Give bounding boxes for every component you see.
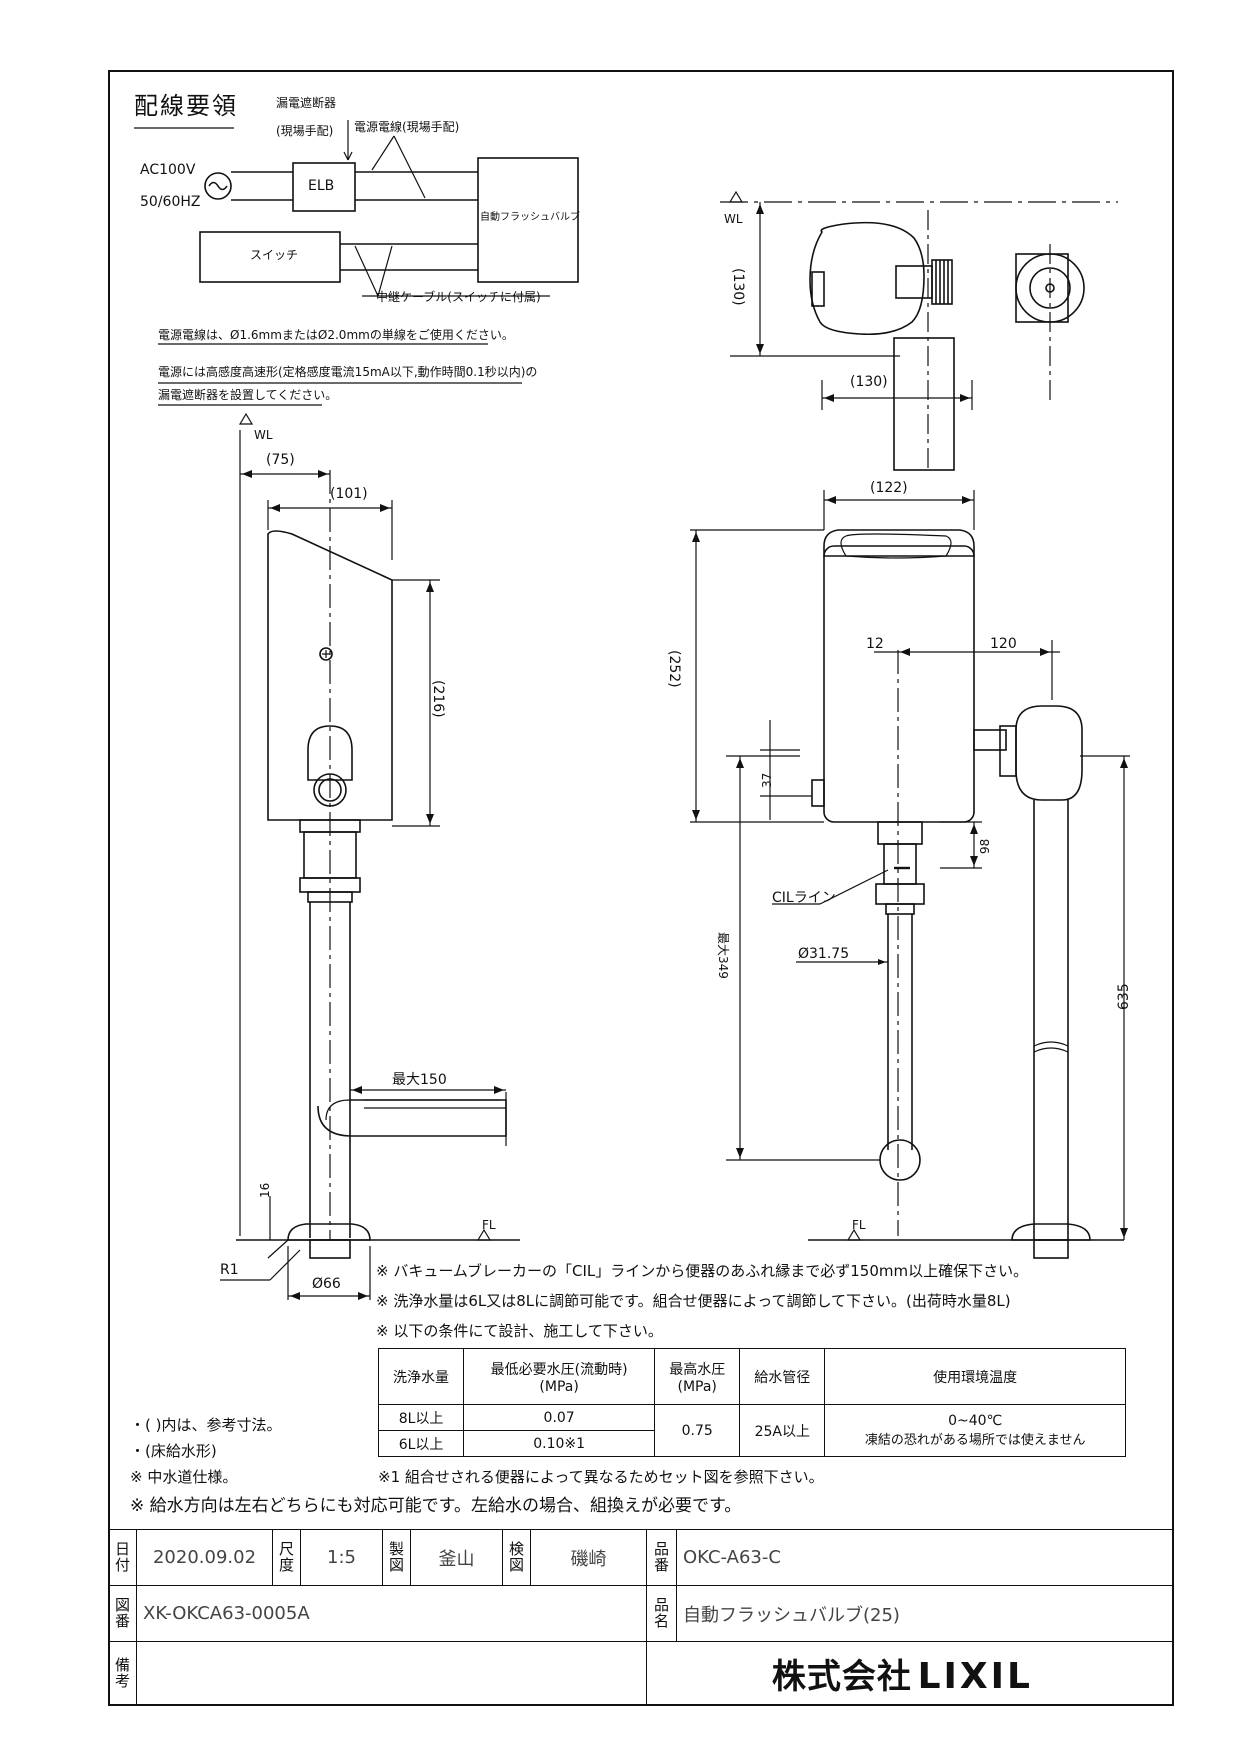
company-name: 株式会社 [771,1657,912,1697]
elb-box-label: ELB [308,178,335,194]
label-scale: 尺度 [272,1529,301,1586]
part-number: OKC-A63-C [676,1529,1174,1586]
spec-pipe: 25A以上 [739,1404,826,1457]
date-value: 2020.09.02 [136,1529,273,1586]
dim-101: (101) [330,486,368,502]
label-drawing-no: 図番 [108,1585,137,1642]
dim-98: 98 [978,838,992,854]
spec-header-volume: 洗浄水量 [377,1348,465,1405]
fl-label-side: FL [482,1218,496,1232]
dim-r1: R1 [220,1262,239,1278]
dim-122: (122) [870,480,908,496]
wiring-note-3: 漏電遮断器を設置してください。 [158,388,338,402]
spec-max-pressure: 0.75 [654,1404,741,1457]
cil-line-label: CILライン [772,890,836,906]
switch-box [199,231,341,283]
company-logo: 株式会社 LIXIL [646,1641,1174,1706]
note-floor-supply: ・(床給水形) [130,1442,217,1460]
dim-635: 635 [1116,983,1132,1010]
spec-header-environment: 使用環境温度 [824,1348,1126,1405]
note-supply-direction: ※ 給水方向は左右どちらにも対応可能です。左給水の場合、組換えが必要です。 [130,1496,742,1516]
dim-120: 120 [990,636,1017,652]
note-footnote: ※1 組合せされる便器によって異なるためセット図を参照下さい。 [378,1468,824,1486]
relay-cable-label: 中継ケーブル(スイッチに付属) [376,290,541,304]
wiring-title: 配線要領 [134,92,238,120]
note-cil: ※ バキュームブレーカーの「CIL」ラインから便器のあふれ縁まで必ず150mm以… [376,1262,1029,1280]
dim-216: (216) [430,680,446,718]
elb-label: 漏電遮断器 [276,96,337,110]
label-date: 日付 [108,1529,137,1586]
spec-row2-volume: 6L以上 [377,1430,465,1457]
label-part-no: 品番 [646,1529,677,1586]
label-drawn: 製図 [382,1529,411,1586]
dim-31-75: Ø31.75 [798,946,850,962]
lixil-logo: LIXIL [917,1656,1033,1697]
wiring-note-1: 電源電線は、Ø1.6mmまたはØ2.0mmの単線をご使用ください。 [158,328,514,342]
dim-top-130-horizontal: (130) [850,374,888,390]
spec-row1-volume: 8L以上 [377,1404,465,1431]
spec-header-min-pressure: 最低必要水圧(流動時)(MPa) [463,1348,656,1405]
drawing-number: XK-OKCA63-0005A [136,1585,647,1642]
switch-box-label: スイッチ [250,248,299,262]
side-view [220,412,520,1300]
dim-66: Ø66 [312,1276,341,1292]
ac-frequency: 50/60HZ [140,194,201,210]
dim-37: 37 [760,772,774,788]
front-view [690,490,1130,1259]
valve-box-label: 自動フラッシュバルブ [480,212,580,223]
label-checked: 検図 [502,1529,531,1586]
note-gray-water: ※ 中水道仕様。 [130,1468,238,1486]
title-block: 日付 2020.09.02 尺度 1:5 製図 釜山 検図 磯崎 品番 OKC-… [108,1529,1174,1706]
spec-row2-min-pressure: 0.10※1 [463,1430,656,1457]
dim-16: 16 [258,1182,272,1198]
ac-voltage: AC100V [140,162,196,178]
note-volume: ※ 洗浄水量は6L又は8Lに調節可能です。組合せ便器によって調節して下さい。(出… [376,1292,1011,1310]
power-wire-label: 電源電線(現場手配) [354,120,460,134]
elb-box [292,162,356,212]
dim-75: (75) [266,452,295,468]
checked-by: 磯崎 [530,1529,647,1586]
spec-header-pipe: 給水管径 [739,1348,826,1405]
spec-header-max-pressure: 最高水圧(MPa) [654,1348,741,1405]
scale-value: 1:5 [300,1529,383,1586]
dim-top-130-vertical: (130) [730,268,746,306]
wl-label-side: WL [254,428,273,442]
wiring-note-2: 電源には高感度高速形(定格感度電流15mA以下,動作時間0.1秒以内)の [158,365,538,379]
label-product-name: 品名 [646,1585,677,1642]
dim-12: 12 [866,636,884,652]
remarks-value [136,1641,647,1706]
spec-table: 洗浄水量 最低必要水圧(流動時)(MPa) 最高水圧(MPa) 給水管径 使用環… [377,1348,1126,1457]
product-name: 自動フラッシュバルブ(25) [676,1585,1174,1642]
note-reference-dims: ・( )内は、参考寸法。 [130,1416,282,1434]
wiring-diagram [134,120,579,406]
dim-252: (252) [666,650,682,688]
dim-max-150: 最大150 [392,1072,447,1088]
valve-box [477,157,579,283]
top-view [720,190,1118,471]
note-conditions: ※ 以下の条件にて設計、施工して下さい。 [376,1322,663,1340]
drawn-by: 釜山 [410,1529,503,1586]
spec-row1-min-pressure: 0.07 [463,1404,656,1431]
label-remarks: 備考 [108,1641,137,1706]
dim-max-349: 最大349 [716,932,730,979]
wl-label-top: WL [724,212,743,226]
elb-label-note: (現場手配) [276,124,334,138]
fl-label-front: FL [852,1218,866,1232]
ac-source-icon [204,172,232,200]
